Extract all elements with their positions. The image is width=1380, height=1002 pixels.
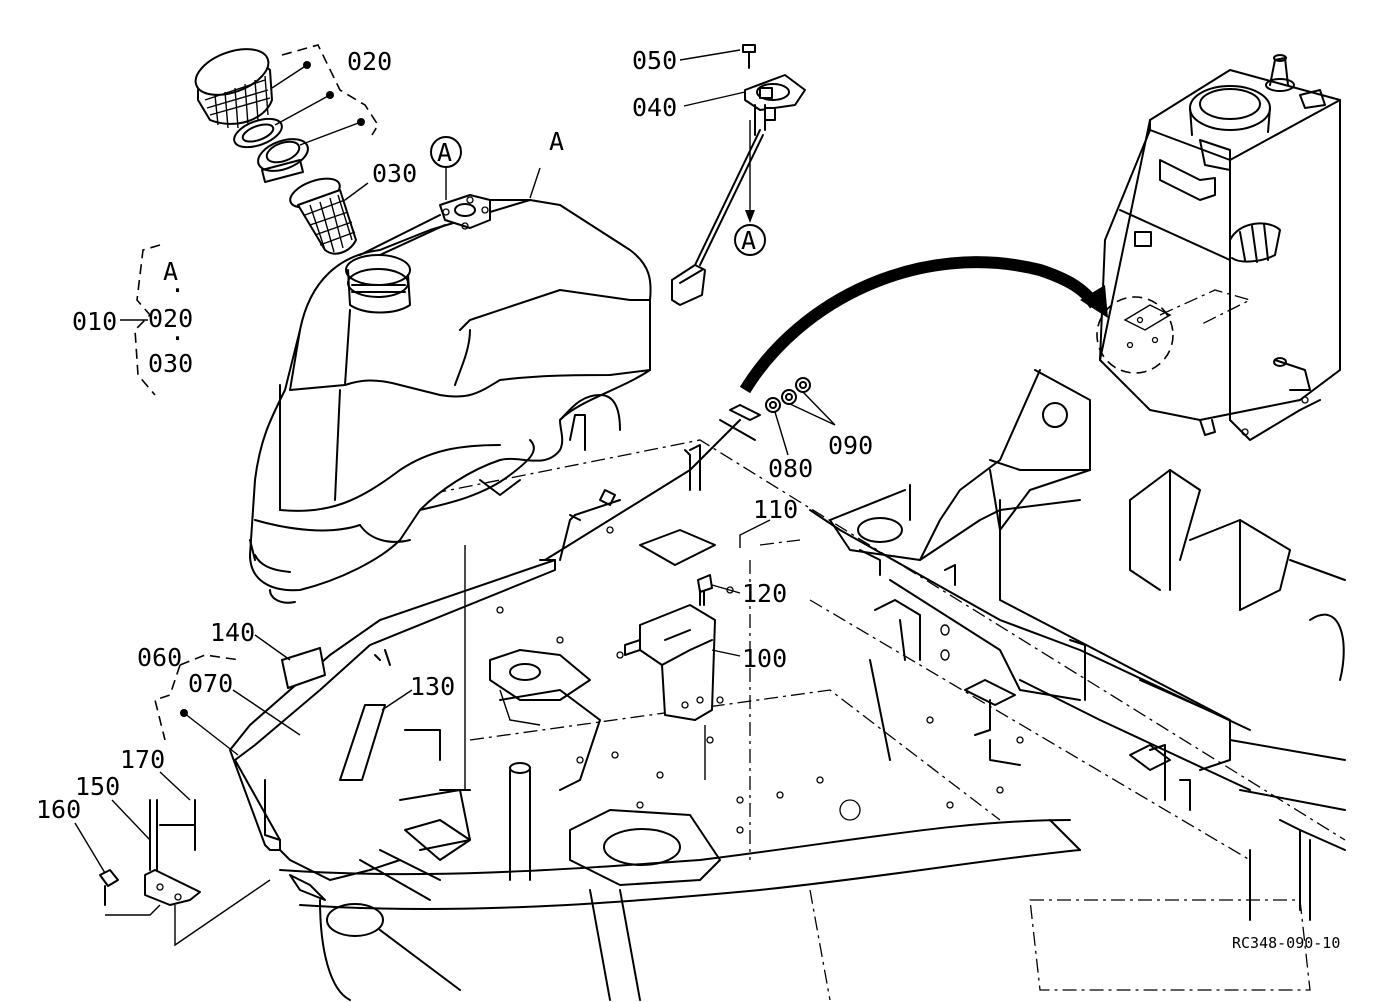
callout-070: 070 xyxy=(188,669,233,698)
machine-frame xyxy=(279,369,1346,1001)
group-010-member-020: 020 xyxy=(148,304,193,333)
callout-130: 130 xyxy=(410,672,455,701)
callout-160: 160 xyxy=(36,795,81,824)
reference-markers: A A A xyxy=(430,127,766,256)
fuel-gauge-sender xyxy=(671,44,806,306)
group-010-member-a: A xyxy=(163,257,178,286)
callout-060: 060 xyxy=(137,643,182,672)
callout-150: 150 xyxy=(75,772,120,801)
callout-140: 140 xyxy=(210,618,255,647)
callout-040: 040 xyxy=(632,93,677,122)
callout-050: 050 xyxy=(632,46,677,75)
circle-a-marker-sender: A xyxy=(741,226,756,255)
callout-labels: 020 030 050 040 080 090 110 120 100 140 … xyxy=(36,46,873,824)
small-parts xyxy=(99,377,811,906)
fuel-tank xyxy=(249,194,652,604)
tank-detail-view xyxy=(1096,54,1341,441)
callout-120: 120 xyxy=(742,579,787,608)
group-010-separator-1: · xyxy=(170,276,185,305)
callout-020: 020 xyxy=(347,47,392,76)
callout-090: 090 xyxy=(828,431,873,460)
circle-a-marker-tank: A xyxy=(437,138,452,167)
callout-030: 030 xyxy=(372,159,417,188)
group-010-label: 010 xyxy=(72,307,117,336)
plain-a-marker-tank: A xyxy=(549,127,564,156)
fuel-cap-assembly xyxy=(194,48,357,255)
diagram-reference-code: RC348-090-10 xyxy=(1232,934,1340,952)
group-010-member-030: 030 xyxy=(148,349,193,378)
detail-arrow xyxy=(739,256,1108,394)
callout-080: 080 xyxy=(768,454,813,483)
group-010: 010 A · 020 · 030 xyxy=(72,257,193,378)
leader-lines xyxy=(74,44,836,947)
callout-170: 170 xyxy=(120,745,165,774)
group-010-separator-2: · xyxy=(170,324,185,353)
callout-100: 100 xyxy=(742,644,787,673)
callout-110: 110 xyxy=(753,495,798,524)
